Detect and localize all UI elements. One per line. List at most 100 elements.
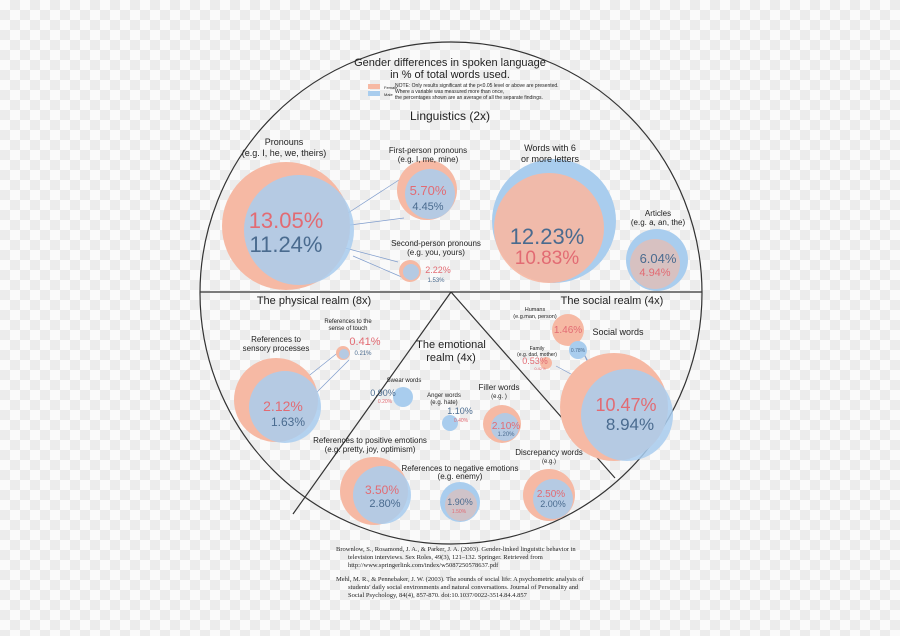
pronouns-female-value: 13.05%: [249, 208, 324, 233]
swear-male-circle: [393, 387, 413, 407]
family-label1: Family: [530, 346, 545, 352]
reference-1-line1: Brownlow, S., Rosamond, J. A., & Parker,…: [336, 546, 576, 553]
legend-male: Male: [384, 92, 393, 97]
articles-label2: (e.g. a, an, the): [631, 218, 686, 227]
long-words-label1: Words with 6: [524, 143, 576, 153]
reference-1-line2: television interviews. Sex Roles, 49(3),…: [348, 554, 543, 561]
negative-female-value: 1.50%: [452, 509, 467, 515]
first-person-label2: (e.g. I, me, mine): [398, 155, 459, 164]
family-female-value: 0.53%: [522, 356, 548, 366]
realm-emotional-1: The emotional: [416, 339, 486, 351]
reference-2-line1: Mehl, M. R., & Pennebaker, J. W. (2003).…: [336, 576, 585, 583]
negative-male-value: 1.90%: [447, 497, 473, 507]
long-words-label2: or more letters: [521, 154, 580, 164]
anger-male-circle: [442, 415, 458, 431]
discrepancy-label1: Discrepancy words: [515, 448, 583, 457]
family-female-circle: [540, 357, 552, 369]
touch-male-value: 0.21%: [354, 351, 372, 357]
title-line2: in % of total words used.: [390, 69, 510, 81]
family-label2: (e.g. dad, mother): [517, 352, 557, 358]
social-words-male-value: 8.94%: [606, 415, 654, 434]
sensory-male-value: 1.63%: [271, 415, 305, 429]
sensory-label2: sensory processes: [243, 344, 310, 353]
social-words-label: Social words: [592, 327, 644, 337]
anger-label2: (e.g. hate): [430, 400, 457, 406]
articles-female-value: 4.94%: [639, 267, 670, 279]
note-line1: NOTE: Only results significant at the p<…: [395, 83, 559, 89]
discrepancy-female-value: 2.50%: [537, 489, 565, 500]
filler-female-value: 2.10%: [492, 421, 520, 432]
discrepancy-label2: (e.g.): [542, 459, 556, 465]
touch-label1: References to the: [324, 319, 372, 325]
sensory-male-circle: [249, 371, 321, 443]
anger-female-value: 0.40%: [454, 418, 469, 424]
first-person-female-value: 5.70%: [410, 183, 447, 198]
filler-male-value: 1.20%: [497, 432, 515, 438]
positive-label1: References to positive emotions: [313, 436, 427, 445]
humans-female-value: 1.46%: [554, 325, 582, 336]
touch-label2: sense of touch: [328, 326, 367, 332]
discrepancy-male-circle: [533, 479, 573, 519]
legend-female: Female: [384, 85, 398, 90]
negative-label1: References to negative emotions: [402, 464, 519, 473]
positive-male-value: 2.80%: [369, 498, 400, 510]
realm-linguistics: Linguistics (2x): [410, 109, 490, 123]
filler-label2: (e.g. ): [491, 394, 507, 400]
articles-label1: Articles: [645, 209, 671, 218]
legend-female-swatch: [368, 84, 380, 89]
long-words-male-value: 12.23%: [510, 224, 585, 249]
positive-label2: (e.g. pretty, joy, optimism): [325, 445, 416, 454]
negative-female-circle: [445, 489, 477, 521]
anger-male-value: 1.10%: [447, 406, 473, 416]
negative-label2: (e.g. enemy): [438, 472, 483, 481]
note-line2: Where a variable was measured more than …: [395, 89, 504, 95]
reference-1-line3: http://www.springerlink.com/index/w50872…: [348, 562, 499, 569]
family-male-circle: [569, 341, 587, 359]
social-words-male-circle: [581, 369, 673, 461]
humans-female-circle: [552, 314, 584, 346]
social-words-female-value: 10.47%: [595, 395, 656, 415]
title-line1: Gender differences in spoken language: [354, 57, 546, 69]
touch-male-circle: [339, 349, 349, 359]
discrepancy-male-value: 2.00%: [540, 499, 566, 509]
positive-male-circle: [353, 466, 411, 524]
filler-male-circle: [491, 413, 519, 441]
swear-male-value: 0.90%: [370, 388, 396, 398]
positive-female-value: 3.50%: [365, 483, 399, 497]
realm-physical: The physical realm (8x): [257, 295, 371, 307]
swear-label: Swear words: [387, 378, 422, 384]
second-person-male-value: 1.53%: [427, 278, 445, 284]
reference-2-line2: students' daily social environments and …: [348, 584, 579, 591]
second-person-label2: (e.g. you, yours): [407, 248, 465, 257]
realm-social: The social realm (4x): [561, 295, 664, 307]
humans-label2: (e.g.man, person): [513, 314, 557, 320]
outer-circle: [199, 41, 703, 545]
second-person-female-value: 2.22%: [425, 265, 451, 275]
note-line3: the percentages shown are an average of …: [395, 95, 543, 101]
first-person-label1: First-person pronouns: [389, 146, 467, 155]
pronouns-male-circle: [244, 175, 354, 285]
second-person-label1: Second-person pronouns: [391, 239, 481, 248]
filler-label1: Filler words: [479, 383, 520, 392]
long-words-female-value: 10.83%: [515, 248, 580, 269]
realm-emotional-2: realm (4x): [426, 352, 476, 364]
swear-female-value: 0.20%: [378, 399, 393, 405]
family-female-small-value: 0.42%: [534, 366, 546, 371]
touch-female-value: 0.41%: [349, 336, 380, 348]
first-person-male-circle: [405, 169, 455, 219]
second-person-male-circle: [403, 264, 419, 280]
sensory-female-value: 2.12%: [263, 398, 303, 414]
articles-female-circle: [630, 239, 680, 289]
reference-2-line3: Social Psychology, 84(4), 857-870. doi:1…: [348, 592, 528, 599]
family-male-value: 0.78%: [571, 348, 586, 354]
pronouns-label2: (e.g. I, he, we, theirs): [242, 148, 327, 158]
humans-label1: Humans: [525, 307, 546, 313]
pronouns-label1: Pronouns: [265, 137, 304, 147]
first-person-male-value: 4.45%: [412, 201, 443, 213]
pronouns-male-value: 11.24%: [250, 232, 323, 257]
sensory-label1: References to: [251, 335, 301, 344]
anger-label1: Anger words: [427, 393, 461, 399]
long-words-female-circle: [494, 173, 604, 283]
legend-male-swatch: [368, 91, 380, 96]
